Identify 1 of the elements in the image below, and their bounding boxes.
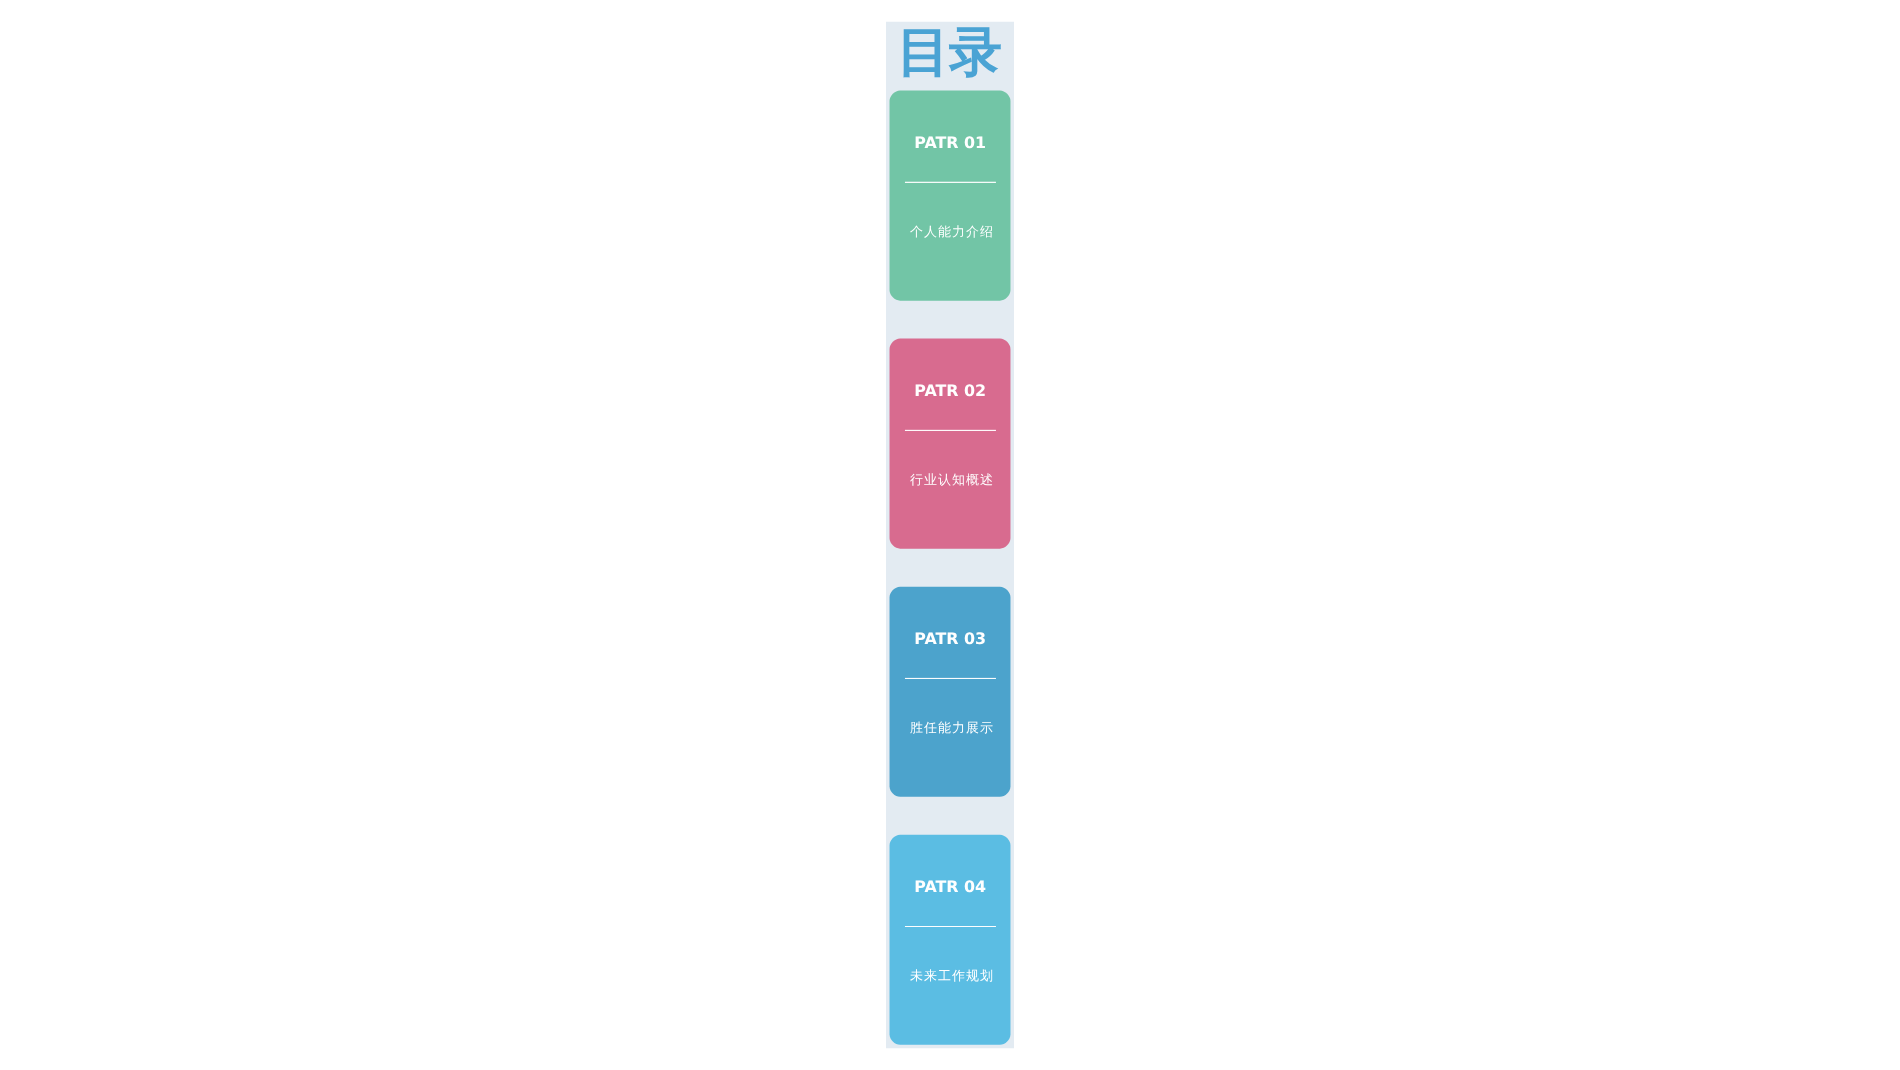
diagram-title: 目录 [896, 22, 1001, 85]
